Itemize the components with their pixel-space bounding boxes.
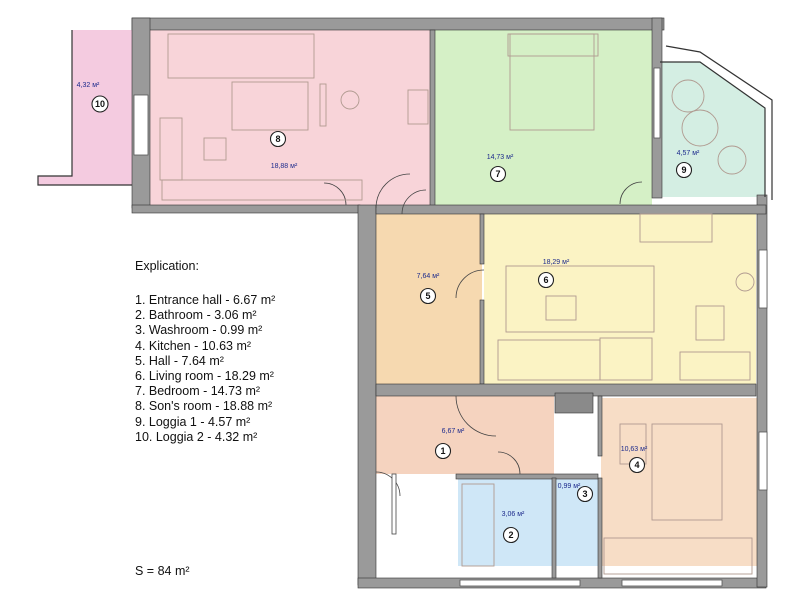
area-label-bedroom: 14,73 м² (487, 154, 514, 161)
room-number-3: 3 (582, 489, 587, 499)
room-sons-room (150, 30, 430, 205)
furniture (159, 33, 755, 575)
room-number-2: 2 (508, 530, 513, 540)
room-number-10: 10 (95, 99, 105, 109)
room-number-circle-10 (91, 95, 109, 113)
room-number-circle-3 (576, 485, 594, 503)
area-labels: 4,32 м² 18,88 м² 14,73 м² 4,57 м² 7,64 м… (77, 82, 700, 518)
explication-legend: Explication: 1. Entrance hall - 6.67 m² … (135, 259, 275, 445)
room-number-5: 5 (425, 291, 430, 301)
area-label-sons-room: 18,88 м² (271, 163, 298, 170)
room-number-9: 9 (681, 165, 686, 175)
room-loggia-2 (38, 30, 132, 185)
room-number-circle-4 (628, 456, 646, 474)
room-numbers (91, 95, 693, 544)
area-label-hall: 7,64 м² (417, 273, 440, 280)
room-number-7: 7 (495, 169, 500, 179)
room-number-labels: 10 8 7 9 5 6 1 2 3 4 (95, 99, 687, 540)
room-number-circle-9 (675, 161, 693, 179)
area-label-kitchen: 10,63 м² (621, 446, 648, 453)
room-number-circle-1 (434, 442, 452, 460)
room-number-circle-2 (502, 526, 520, 544)
room-number-8: 8 (275, 134, 280, 144)
room-number-1: 1 (440, 446, 445, 456)
room-entrance-hall (376, 396, 554, 474)
explication-list: 1. Entrance hall - 6.67 m² 2. Bathroom -… (135, 293, 275, 445)
room-number-circle-7 (489, 165, 507, 183)
room-number-6: 6 (543, 275, 548, 285)
room-number-circle-8 (269, 130, 287, 148)
room-loggia-1 (660, 62, 765, 197)
room-bedroom (432, 30, 652, 205)
explication-item: 5. Hall - 7.64 m² (135, 353, 224, 368)
explication-item: 9. Loggia 1 - 4.57 m² (135, 414, 251, 429)
explication-item: 4. Kitchen - 10.63 m² (135, 338, 252, 353)
explication-item: 6. Living room - 18.29 m² (135, 369, 274, 384)
explication-item: 10. Loggia 2 - 4.32 m² (135, 429, 258, 444)
area-label-living-room: 18,29 м² (543, 259, 570, 266)
room-number-circle-6 (537, 271, 555, 289)
area-label-bathroom: 3,06 м² (502, 511, 525, 518)
area-label-loggia-2: 4,32 м² (77, 82, 100, 89)
explication-title: Explication: (135, 259, 199, 273)
explication-item: 7. Bedroom - 14.73 m² (135, 384, 261, 399)
explication-item: 8. Son's room - 18.88 m² (135, 399, 273, 414)
balcony-outlines (37, 30, 773, 200)
room-number-circle-5 (419, 287, 437, 305)
room-kitchen (601, 398, 757, 566)
explication-item: 1. Entrance hall - 6.67 m² (135, 293, 276, 307)
room-bathroom (458, 478, 552, 566)
area-label-washroom: 0,99 м² (558, 483, 581, 490)
explication-item: 3. Washroom - 0.99 m² (135, 323, 263, 338)
total-area: S = 84 m² (135, 564, 190, 578)
area-label-loggia-1: 4,57 м² (677, 150, 700, 157)
explication-item: 2. Bathroom - 3.06 m² (135, 308, 257, 323)
room-living-room (484, 214, 756, 384)
windows (133, 67, 768, 587)
doors (323, 173, 643, 535)
room-number-4: 4 (634, 460, 639, 470)
area-label-entrance-hall: 6,67 м² (442, 428, 465, 435)
